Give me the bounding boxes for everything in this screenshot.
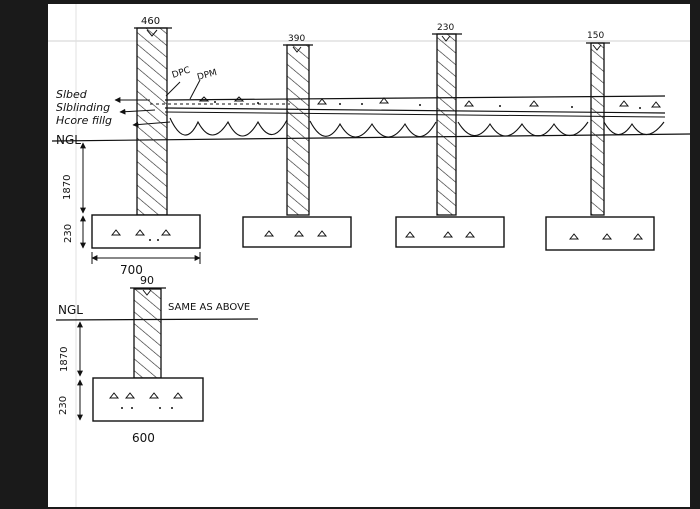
bottom-wall-width: 90	[140, 274, 154, 287]
ngl-label: NGL	[56, 133, 81, 147]
wall-2	[283, 44, 313, 216]
bottom-footing	[92, 377, 204, 422]
wall-3	[432, 33, 462, 216]
hardcore-filling-bay2	[309, 120, 437, 138]
wall-2-width: 390	[288, 34, 305, 44]
slab-bottom-line	[164, 107, 666, 114]
hardcore-filling-bay1	[169, 117, 288, 137]
dpc-leader	[165, 81, 181, 97]
depth-below-ngl-label: 1870	[62, 175, 73, 200]
bottom-footing-width-label: 600	[132, 431, 155, 445]
slab-dots	[214, 101, 641, 109]
bottom-ngl-label: NGL	[58, 303, 83, 317]
same-as-above-note: SAME AS ABOVE	[168, 302, 250, 313]
bottom-wall	[133, 288, 162, 379]
label-slab-bed: Slbed	[56, 88, 88, 101]
footing-2	[242, 216, 352, 248]
blinding-line	[164, 111, 666, 118]
slab-aggregate	[198, 96, 662, 108]
wall-1	[134, 27, 172, 216]
bottom-ngl-line	[55, 318, 259, 321]
hardcore-filling-bay3	[457, 121, 589, 137]
footing-1	[91, 214, 201, 249]
wall-3-width: 230	[437, 23, 454, 33]
hardcore-filling-bay4	[603, 121, 665, 136]
wall-4	[586, 42, 610, 216]
bottom-depth-label: 1870	[59, 347, 70, 372]
slab-top-line	[164, 95, 666, 101]
wall-top-markers	[146, 29, 602, 53]
wall-4-width: 150	[587, 31, 604, 41]
footing-3	[395, 216, 505, 248]
bottom-thickness-label: 230	[58, 396, 69, 415]
footing-width-label: 700	[120, 263, 143, 277]
footing-4	[545, 216, 655, 251]
label-slab-blinding: Slblinding	[56, 101, 110, 114]
footing-thickness-label: 230	[63, 224, 74, 243]
dpm-leader	[189, 79, 201, 100]
bottom-footing-aggregate	[108, 392, 184, 399]
bottom-footing-dots	[121, 407, 173, 409]
label-hardcore-filling: Hcore fillg	[56, 114, 112, 127]
wall-1-width: 460	[141, 16, 160, 27]
